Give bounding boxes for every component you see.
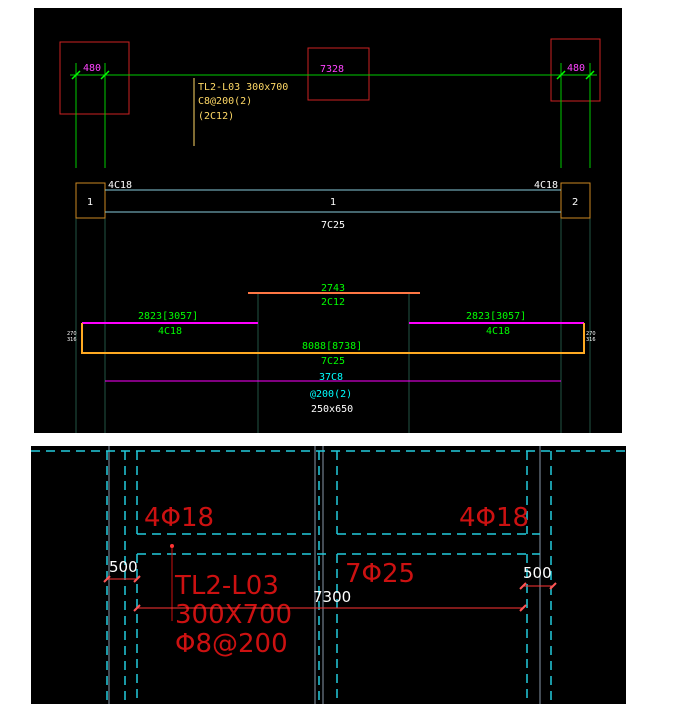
dim-ticks (71, 70, 595, 80)
hook-left-b: 316 (67, 337, 77, 343)
dim-right-text: 480 (567, 63, 585, 74)
left-top-bars: 4C18 (158, 326, 182, 337)
dim-left-text: 480 (83, 63, 101, 74)
bottom-cad-drawing: 4Φ18 4Φ18 TL2-L03 300X700 Φ8@200 7Φ25 50… (31, 446, 626, 704)
beam-label-name: TL2-L03 (174, 571, 279, 601)
dim-mid-text: 7328 (320, 64, 344, 75)
section-size: 250x650 (311, 404, 353, 415)
top-bars-right-label: 4Φ18 (459, 503, 529, 533)
hook-left-text: 270 316 (67, 331, 78, 343)
left-top-len: 2823[3057] (138, 311, 198, 322)
top-bars-right: 4C18 (534, 180, 558, 191)
top-cad-drawing: 480 7328 480 TL2-L03 300x700 C8@200(2) (… (59, 38, 601, 433)
bottom-cad-panel: 4Φ18 4Φ18 TL2-L03 300X700 Φ8@200 7Φ25 50… (31, 446, 626, 704)
column-lines (108, 446, 541, 704)
beam-label-line3: (2C12) (198, 111, 234, 122)
beam-label-size: 300X700 (175, 600, 292, 630)
beam-label-line2: C8@200(2) (198, 96, 252, 107)
column-box-right (550, 38, 601, 102)
leader-dot (170, 544, 174, 548)
top-cad-panel: 480 7328 480 TL2-L03 300x700 C8@200(2) (… (34, 8, 622, 433)
dim-ticks-bottom (103, 575, 557, 612)
hook-right-text: 270 316 (586, 331, 597, 343)
hook-right-a: 270 (586, 331, 596, 337)
support-box-right (560, 182, 591, 219)
short-top-len: 2743 (321, 283, 345, 294)
main-bar-count: 7C25 (321, 356, 345, 367)
bottom-bars-label: 7Φ25 (345, 559, 415, 589)
grid-lines (75, 208, 591, 433)
right-top-len: 2823[3057] (466, 311, 526, 322)
support-right-num: 2 (572, 197, 578, 208)
top-bars-left: 4C18 (108, 180, 132, 191)
column-box-left (59, 41, 130, 115)
hook-right-b: 316 (586, 337, 596, 343)
column-box-mid (307, 47, 370, 101)
bottom-bars-elev: 7C25 (321, 220, 345, 231)
main-bar-len: 8088[8738] (302, 341, 362, 352)
support-left-num: 1 (87, 197, 93, 208)
dim-left-bottom: 500 (109, 558, 138, 576)
right-top-bars: 4C18 (486, 326, 510, 337)
short-top-bars: 2C12 (321, 297, 345, 308)
stirrup-spacing: @200(2) (310, 389, 352, 400)
support-box-left (75, 182, 106, 219)
top-bars-left-label: 4Φ18 (144, 503, 214, 533)
span-dimension: 7300 (313, 588, 351, 606)
span-number: 1 (330, 197, 336, 208)
stirrup-count: 37C8 (319, 372, 343, 383)
beam-label-stirrup: Φ8@200 (175, 629, 288, 659)
beam-label-line1: TL2-L03 300x700 (198, 82, 288, 93)
dim-right-bottom: 500 (523, 564, 552, 582)
hook-left-a: 270 (67, 331, 77, 337)
main-bottom-bar (81, 323, 585, 354)
beam-outlines (31, 450, 626, 704)
